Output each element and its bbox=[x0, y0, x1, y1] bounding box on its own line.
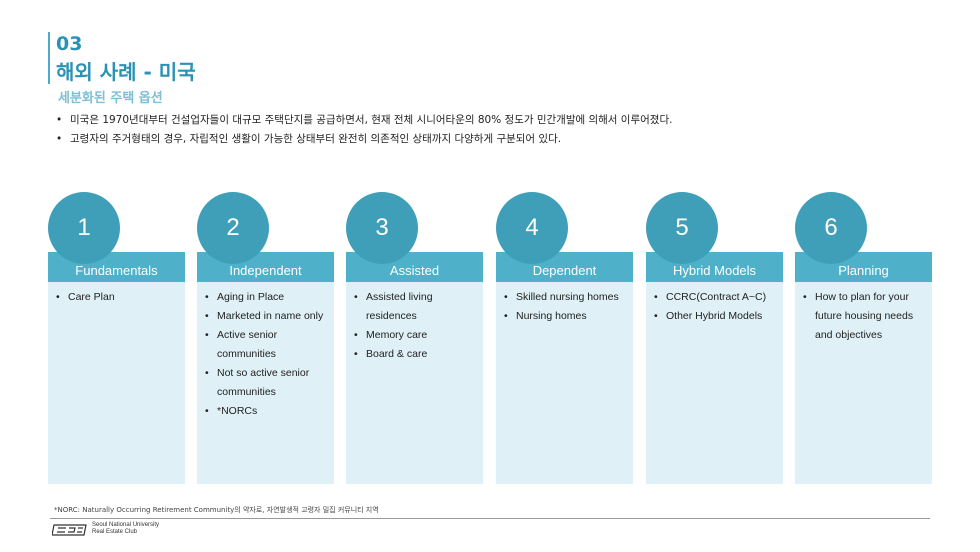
card-number-circle: 2 bbox=[197, 192, 269, 264]
intro-bullet: 미국은 1970년대부터 건설업자들이 대규모 주택단지를 공급하면서, 현재 … bbox=[54, 111, 672, 130]
card-item: Board & care bbox=[354, 345, 475, 364]
card-number-circle: 1 bbox=[48, 192, 120, 264]
card-item: Aging in Place bbox=[205, 288, 326, 307]
club-name-line: Real Estate Club bbox=[92, 529, 138, 535]
card-body: CCRC(Contract A~C) Other Hybrid Models bbox=[646, 282, 783, 484]
footer-divider bbox=[50, 518, 930, 519]
housing-options-cards: Fundamentals 1 Care Plan Independent 2 A… bbox=[48, 192, 932, 484]
intro-bullet-list: 미국은 1970년대부터 건설업자들이 대규모 주택단지를 공급하면서, 현재 … bbox=[54, 111, 672, 149]
card-body: Care Plan bbox=[48, 282, 185, 484]
club-name: Seoul National University Real Estate Cl… bbox=[92, 522, 159, 536]
card-title: Assisted bbox=[346, 252, 483, 282]
card-item: Active senior communities bbox=[205, 326, 326, 364]
page-subtitle: 세분화된 주택 옵션 bbox=[58, 91, 163, 106]
club-name-line: Seoul National University bbox=[92, 522, 160, 528]
card-planning: Planning 6 How to plan for your future h… bbox=[795, 192, 932, 484]
card-item: Marketed in name only bbox=[205, 307, 326, 326]
card-body: How to plan for your future housing need… bbox=[795, 282, 932, 484]
card-number-circle: 6 bbox=[795, 192, 867, 264]
page-title: 해외 사례 - 미국 bbox=[56, 60, 196, 84]
card-title: Fundamentals bbox=[48, 252, 185, 282]
card-item: Skilled nursing homes bbox=[504, 288, 625, 307]
card-item: CCRC(Contract A~C) bbox=[654, 288, 775, 307]
club-logo-icon bbox=[52, 524, 87, 536]
card-body: Aging in Place Marketed in name only Act… bbox=[197, 282, 334, 484]
card-number-circle: 4 bbox=[496, 192, 568, 264]
card-number-circle: 5 bbox=[646, 192, 718, 264]
card-number-circle: 3 bbox=[346, 192, 418, 264]
card-item: Other Hybrid Models bbox=[654, 307, 775, 326]
card-item: How to plan for your future housing need… bbox=[803, 288, 924, 345]
section-number: 03 bbox=[56, 33, 83, 55]
card-item: Nursing homes bbox=[504, 307, 625, 326]
card-item: Care Plan bbox=[56, 288, 177, 307]
card-body: Assisted living residences Memory care B… bbox=[346, 282, 483, 484]
card-title: Dependent bbox=[496, 252, 633, 282]
card-item: *NORCs bbox=[205, 402, 326, 421]
accent-bar bbox=[48, 32, 50, 84]
footnote: *NORC: Naturally Occurring Retirement Co… bbox=[54, 506, 379, 514]
card-dependent: Dependent 4 Skilled nursing homes Nursin… bbox=[496, 192, 633, 484]
card-independent: Independent 2 Aging in Place Marketed in… bbox=[197, 192, 334, 484]
card-item: Assisted living residences bbox=[354, 288, 475, 326]
card-item: Memory care bbox=[354, 326, 475, 345]
card-assisted: Assisted 3 Assisted living residences Me… bbox=[346, 192, 483, 484]
intro-bullet: 고령자의 주거형태의 경우, 자립적인 생활이 가능한 상태부터 완전히 의존적… bbox=[54, 130, 672, 149]
card-hybrid-models: Hybrid Models 5 CCRC(Contract A~C) Other… bbox=[646, 192, 783, 484]
card-body: Skilled nursing homes Nursing homes bbox=[496, 282, 633, 484]
card-item: Not so active senior communities bbox=[205, 364, 326, 402]
card-fundamentals: Fundamentals 1 Care Plan bbox=[48, 192, 185, 484]
